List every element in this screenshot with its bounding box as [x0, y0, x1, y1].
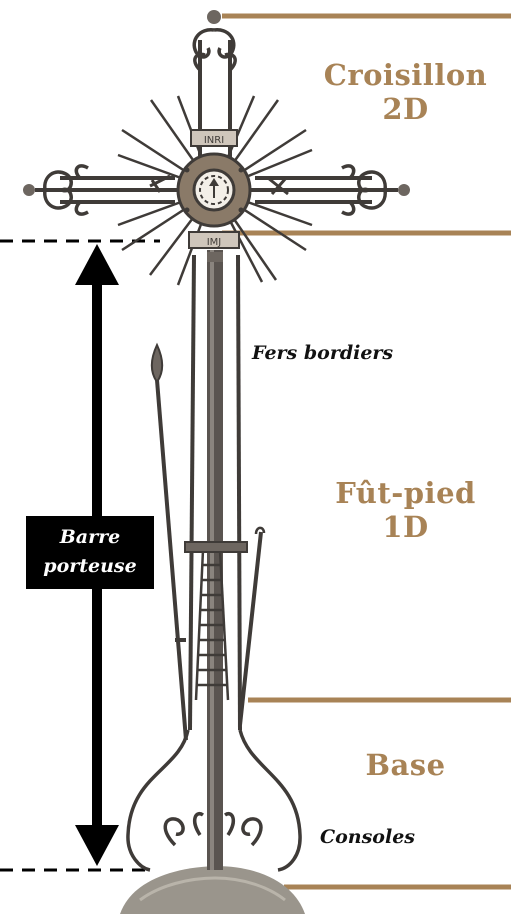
medallion [178, 154, 250, 226]
croisillon-name: Croisillon [300, 58, 511, 92]
finial-left [23, 184, 35, 196]
clamp-bar [185, 542, 247, 552]
base-name: Base [300, 748, 511, 782]
arrow-head-up [75, 244, 119, 285]
croisillon-dim: 2D [300, 92, 511, 126]
finial-right [398, 184, 410, 196]
section-fut-pied-label: Fût-pied 1D [300, 476, 511, 544]
section-croisillon-label: Croisillon 2D [300, 58, 511, 126]
stone-base [120, 866, 305, 914]
barre-porteuse-line1: Barre [26, 523, 154, 552]
consoles-label: Consoles [320, 826, 415, 848]
plaque-bottom: IMJ [189, 232, 239, 248]
fut-pied-name: Fût-pied [300, 476, 511, 510]
plaque-top-text: INRI [204, 135, 224, 146]
spear-icon [152, 345, 163, 382]
barre-porteuse-label: Barre porteuse [26, 516, 154, 589]
barre-porteuse-line2: porteuse [26, 552, 154, 581]
fers-bordiers-label: Fers bordiers [252, 342, 393, 364]
fut-pied-dim: 1D [300, 510, 511, 544]
plaque-top: INRI [191, 130, 237, 146]
finial-top [207, 10, 221, 24]
plaque-bottom-text: IMJ [207, 237, 222, 248]
section-base-label: Base [300, 748, 511, 782]
arrow-head-down [75, 825, 119, 866]
